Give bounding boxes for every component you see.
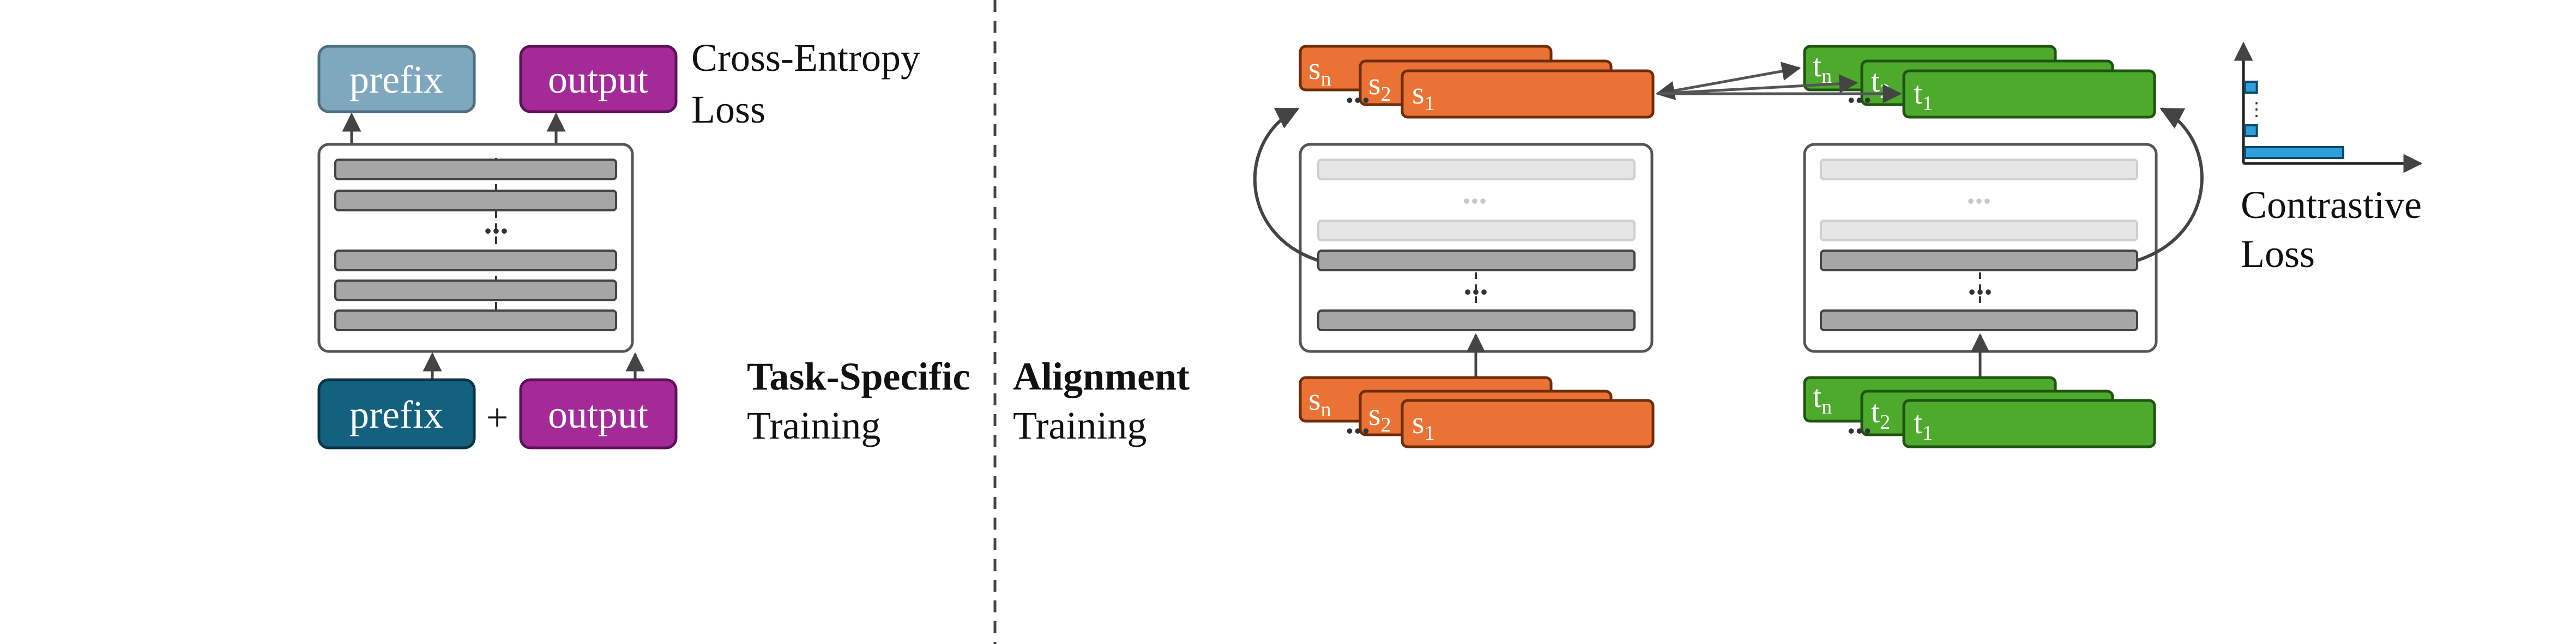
target-token-stack-top: tn t2 t1 ...: [1803, 45, 2156, 119]
top-output-label: output: [548, 58, 648, 101]
svg-text:s2: s2: [1368, 397, 1391, 436]
histogram-bar: [2244, 81, 2258, 94]
svg-text:t2: t2: [1871, 394, 1890, 434]
histogram-bar: [2244, 146, 2344, 159]
source-token-stack-top: sn s2 s1 ...: [1299, 45, 1655, 119]
source-token-stack-bottom: sn s2 s1 ...: [1299, 376, 1655, 448]
svg-text:t1: t1: [1914, 75, 1933, 115]
histogram-bar: [2244, 124, 2258, 137]
target-bottom-ellipsis: ...: [1847, 404, 1872, 440]
top-prefix-label: prefix: [349, 58, 443, 101]
svg-text:sn: sn: [1308, 51, 1331, 90]
top-output-box: output: [519, 45, 678, 113]
svg-text:sn: sn: [1308, 381, 1331, 421]
contrastive-arrows: [1655, 62, 1902, 104]
svg-text:t1: t1: [1914, 405, 1933, 445]
task-specific-panel: prefix output Cross-Entropy Loss ...: [317, 36, 970, 449]
bottom-prefix-label: prefix: [349, 393, 443, 436]
svg-text:s1: s1: [1412, 75, 1435, 115]
histogram-bars: [2244, 81, 2344, 159]
bottom-output-box: output: [519, 378, 678, 449]
bottom-output-label: output: [548, 393, 648, 436]
cross-entropy-label: Cross-Entropy: [691, 36, 920, 80]
contrastive-loss-label: Loss: [2241, 232, 2315, 276]
lm-layers: ...: [334, 159, 617, 331]
task-specific-subtitle: Training: [747, 404, 880, 447]
target-token-stack-bottom: tn t2 t1 ...: [1803, 376, 2156, 448]
top-prefix-box: prefix: [317, 45, 476, 113]
alignment-panel: Alignment Training sn s2 s1 ... ... ...: [1013, 41, 2423, 448]
cross-entropy-loss-label: Loss: [691, 88, 765, 131]
target-ellipsis: ...: [1968, 265, 1993, 301]
alignment-subtitle: Training: [1013, 404, 1147, 447]
task-specific-title: Task-Specific: [747, 355, 970, 398]
source-faded-ellipsis: ...: [1463, 174, 1487, 210]
layer-ellipsis: ...: [484, 204, 509, 240]
svg-text:tn: tn: [1813, 48, 1832, 88]
plus-sign: +: [486, 396, 509, 439]
svg-text:s2: s2: [1368, 66, 1391, 106]
contrastive-label: Contrastive: [2241, 183, 2422, 227]
target-top-ellipsis: ...: [1847, 74, 1872, 110]
histogram-ellipsis: ⋮: [2247, 100, 2266, 120]
target-faded-ellipsis: ...: [1967, 174, 1992, 210]
contrastive-loss-plot: ⋮: [2234, 41, 2423, 173]
source-top-ellipsis: ...: [1346, 74, 1370, 110]
svg-text:tn: tn: [1813, 379, 1832, 418]
svg-text:s1: s1: [1412, 405, 1435, 445]
alignment-title: Alignment: [1013, 355, 1190, 398]
source-ellipsis: ...: [1464, 265, 1488, 301]
bottom-prefix-box: prefix: [317, 378, 476, 449]
source-bottom-ellipsis: ...: [1346, 404, 1370, 440]
